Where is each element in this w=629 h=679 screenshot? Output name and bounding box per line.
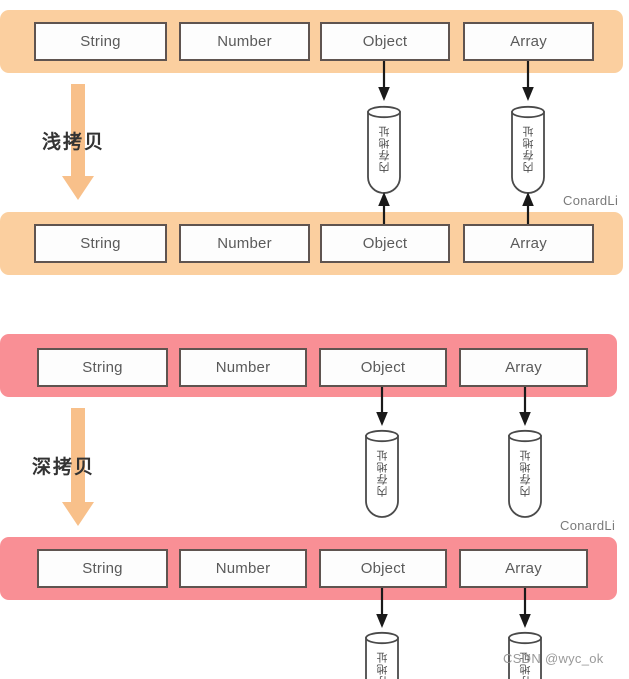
shallow-source-box-array: Array — [463, 22, 594, 61]
shallow-copy-flow-arrow — [62, 84, 94, 200]
deep-copy-box-string: String — [37, 549, 168, 588]
deep-copy-label: 深拷贝 — [32, 456, 96, 478]
deep-copy-flow-arrow — [62, 408, 94, 526]
shallow-array-down-arrow — [522, 61, 534, 101]
deep-copy-object-down-arrow — [376, 588, 388, 628]
shallow-memory-cylinder-object: 内存地址 — [364, 103, 404, 195]
shallow-source-box-number: Number — [179, 22, 310, 61]
shallow-copy-label: 浅拷贝 — [42, 131, 106, 153]
deep-source-box-string: String — [37, 348, 168, 387]
watermark-conardli-top: ConardLi — [563, 193, 619, 208]
watermark-conardli-bottom: ConardLi — [560, 518, 616, 533]
deep-source-box-array: Array — [459, 348, 588, 387]
deep-source-box-object: Object — [319, 348, 447, 387]
deep-source-memory-cylinder-array: 内存地址 — [505, 427, 545, 519]
deep-source-memory-cylinder-object: 内存地址 — [362, 427, 402, 519]
deep-source-box-number: Number — [179, 348, 307, 387]
shallow-source-box-string: String — [34, 22, 167, 61]
shallow-source-box-object: Object — [320, 22, 450, 61]
shallow-copy-box-number: Number — [179, 224, 310, 263]
deep-copy-box-array: Array — [459, 549, 588, 588]
deep-copy-memory-cylinder-array: 内存地址 — [505, 629, 545, 679]
shallow-memory-cylinder-array: 内存地址 — [508, 103, 548, 195]
shallow-copy-box-string: String — [34, 224, 167, 263]
shallow-copy-box-object: Object — [320, 224, 450, 263]
shallow-object-down-arrow — [378, 61, 390, 101]
deep-copy-box-object: Object — [319, 549, 447, 588]
deep-copy-memory-cylinder-object: 内存地址 — [362, 629, 402, 679]
shallow-copy-box-array: Array — [463, 224, 594, 263]
deep-copy-box-number: Number — [179, 549, 307, 588]
deep-copy-array-down-arrow — [519, 588, 531, 628]
watermark-csdn: CSDN @wyc_ok — [503, 651, 604, 666]
deep-object-down-arrow — [376, 386, 388, 426]
deep-array-down-arrow — [519, 386, 531, 426]
